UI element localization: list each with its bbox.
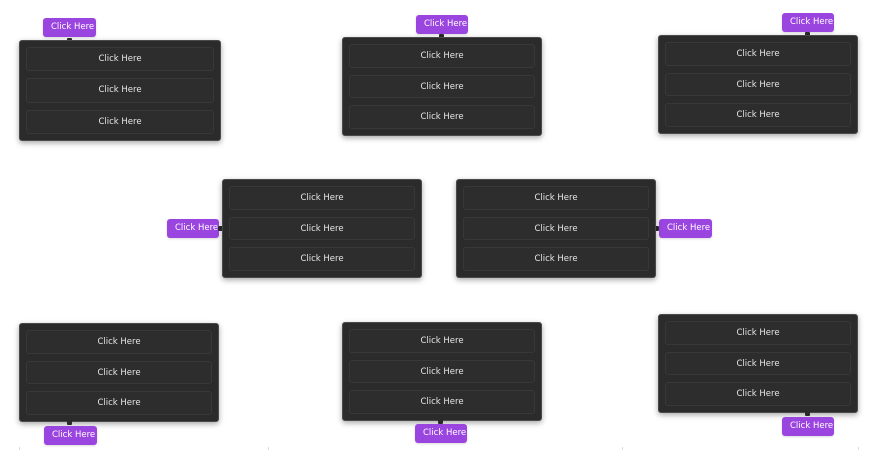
dropdown-menu-item[interactable]: Click Here — [26, 330, 212, 354]
dropdown-menu-item[interactable]: Click Here — [26, 47, 214, 72]
dropdown-menu-item[interactable]: Click Here — [349, 390, 535, 415]
dropdown-menu-item[interactable]: Click Here — [26, 109, 214, 134]
dropdown-menu-item[interactable]: Click Here — [665, 351, 851, 376]
menu-pointer-nub — [439, 34, 444, 39]
dropdown-menu-item[interactable]: Click Here — [463, 186, 649, 210]
dropdown-trigger-button[interactable]: Click Here — [659, 219, 712, 238]
menu-pointer-nub — [805, 411, 810, 416]
dropdown-menu-item[interactable]: Click Here — [665, 42, 851, 66]
dropdown-trigger-button[interactable]: Click Here — [167, 219, 219, 238]
dropdown-menu: Click Here Click Here Click Here — [456, 179, 656, 278]
menu-pointer-nub — [805, 32, 810, 37]
dropdown-menu-item[interactable]: Click Here — [26, 360, 212, 385]
dropdown-menu-item[interactable]: Click Here — [349, 105, 535, 130]
dropdown-menu-item[interactable]: Click Here — [229, 186, 415, 210]
dropdown-trigger-button[interactable]: Click Here — [415, 424, 467, 443]
dropdown-menu-item[interactable]: Click Here — [665, 103, 851, 128]
dropdown-menu-item[interactable]: Click Here — [229, 247, 415, 272]
dropdown-menu: Click Here Click Here Click Here — [342, 322, 542, 421]
dropdown-trigger-button[interactable]: Click Here — [43, 18, 96, 37]
dropdown-menu: Click Here Click Here Click Here — [19, 40, 221, 141]
dropdown-menu-item[interactable]: Click Here — [665, 382, 851, 407]
column-separator-mark — [19, 447, 20, 450]
dropdown-trigger-button[interactable]: Click Here — [44, 426, 97, 445]
menu-pointer-nub — [438, 419, 443, 424]
dropdown-trigger-button[interactable]: Click Here — [782, 13, 834, 32]
dropdown-menu: Click Here Click Here Click Here — [658, 35, 858, 134]
dropdown-menu-item[interactable]: Click Here — [349, 329, 535, 353]
dropdown-menu: Click Here Click Here Click Here — [342, 37, 542, 136]
menu-pointer-nub — [654, 226, 659, 231]
dropdown-menu-item[interactable]: Click Here — [463, 216, 649, 241]
dropdown-menu: Click Here Click Here Click Here — [658, 314, 858, 413]
dropdown-menu: Click Here Click Here Click Here — [222, 179, 422, 278]
dropdown-menu-item[interactable]: Click Here — [349, 74, 535, 99]
dropdown-menu-item[interactable]: Click Here — [26, 391, 212, 416]
dropdown-menu-item[interactable]: Click Here — [26, 78, 214, 103]
dropdown-menu-item[interactable]: Click Here — [665, 321, 851, 345]
menu-pointer-nub — [67, 420, 72, 425]
dropdown-menu-item[interactable]: Click Here — [349, 44, 535, 68]
column-separator-mark — [858, 447, 859, 450]
column-separator-mark — [622, 447, 623, 450]
menu-pointer-nub — [218, 226, 223, 231]
dropdown-menu-item[interactable]: Click Here — [229, 216, 415, 241]
dropdown-menu: Click Here Click Here Click Here — [19, 323, 219, 422]
dropdown-trigger-button[interactable]: Click Here — [416, 15, 468, 34]
dropdown-menu-item[interactable]: Click Here — [349, 359, 535, 384]
dropdown-menu-item[interactable]: Click Here — [665, 72, 851, 97]
column-separator-mark — [268, 447, 269, 450]
dropdown-trigger-button[interactable]: Click Here — [782, 417, 834, 436]
dropdown-menu-item[interactable]: Click Here — [463, 247, 649, 272]
